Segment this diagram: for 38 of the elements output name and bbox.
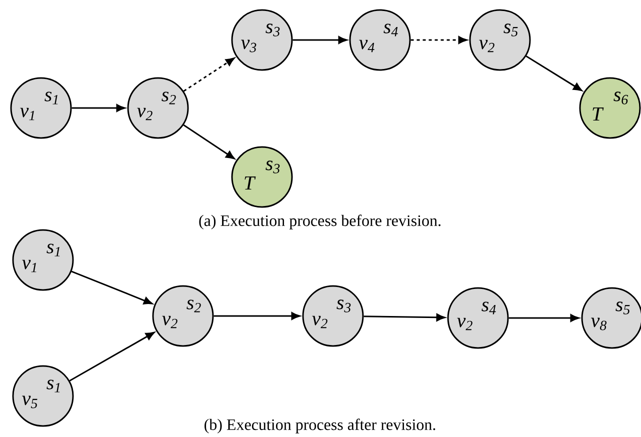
node-label: v$_{2}$	[137, 108, 152, 120]
node-label: s$_{3}$	[266, 24, 280, 36]
node-label: v$_{1}$	[20, 108, 34, 120]
node-label: v$_{3}$	[241, 40, 256, 52]
node-label: T	[592, 107, 604, 121]
node-label: s$_{3}$	[336, 300, 351, 312]
arrow	[183, 58, 235, 92]
node-label: s$_{3}$	[266, 160, 280, 174]
arrow	[364, 314, 446, 322]
arrow	[526, 56, 582, 92]
arrow	[71, 270, 153, 304]
arrow	[410, 36, 468, 44]
arrow	[292, 36, 348, 44]
node-label: s$_{2}$	[162, 92, 176, 104]
arrow	[183, 124, 235, 160]
node-label: v$_{2}$	[162, 316, 178, 328]
arrow	[508, 314, 580, 322]
node-label: v$_{8}$	[591, 318, 607, 330]
node-label: T	[244, 176, 256, 190]
node-label: s$_{2}$	[186, 300, 201, 312]
node-label: s$_{4}$	[384, 24, 398, 36]
node-label: s$_{5}$	[504, 24, 518, 36]
node-label: v$_{2}$	[479, 40, 494, 52]
node-label: s$_{1}$	[44, 92, 58, 104]
node-label: v$_{1}$	[22, 260, 36, 272]
node-label: v$_{2}$	[457, 318, 472, 330]
arrow	[214, 312, 300, 320]
node-label: s$_{1}$	[46, 244, 60, 256]
caption: (b) Execution process after revision.	[204, 418, 436, 434]
node-label: s$_{5}$	[616, 302, 630, 314]
arrow	[72, 104, 126, 112]
node-label: v$_{5}$	[22, 396, 38, 408]
node-label: v$_{4}$	[359, 40, 374, 52]
node-label: s$_{1}$	[46, 380, 60, 392]
node-label: v$_{2}$	[312, 316, 328, 328]
arrow	[69, 332, 155, 382]
node-label: s$_{4}$	[482, 302, 496, 314]
node-label: s$_{6}$	[614, 92, 628, 104]
